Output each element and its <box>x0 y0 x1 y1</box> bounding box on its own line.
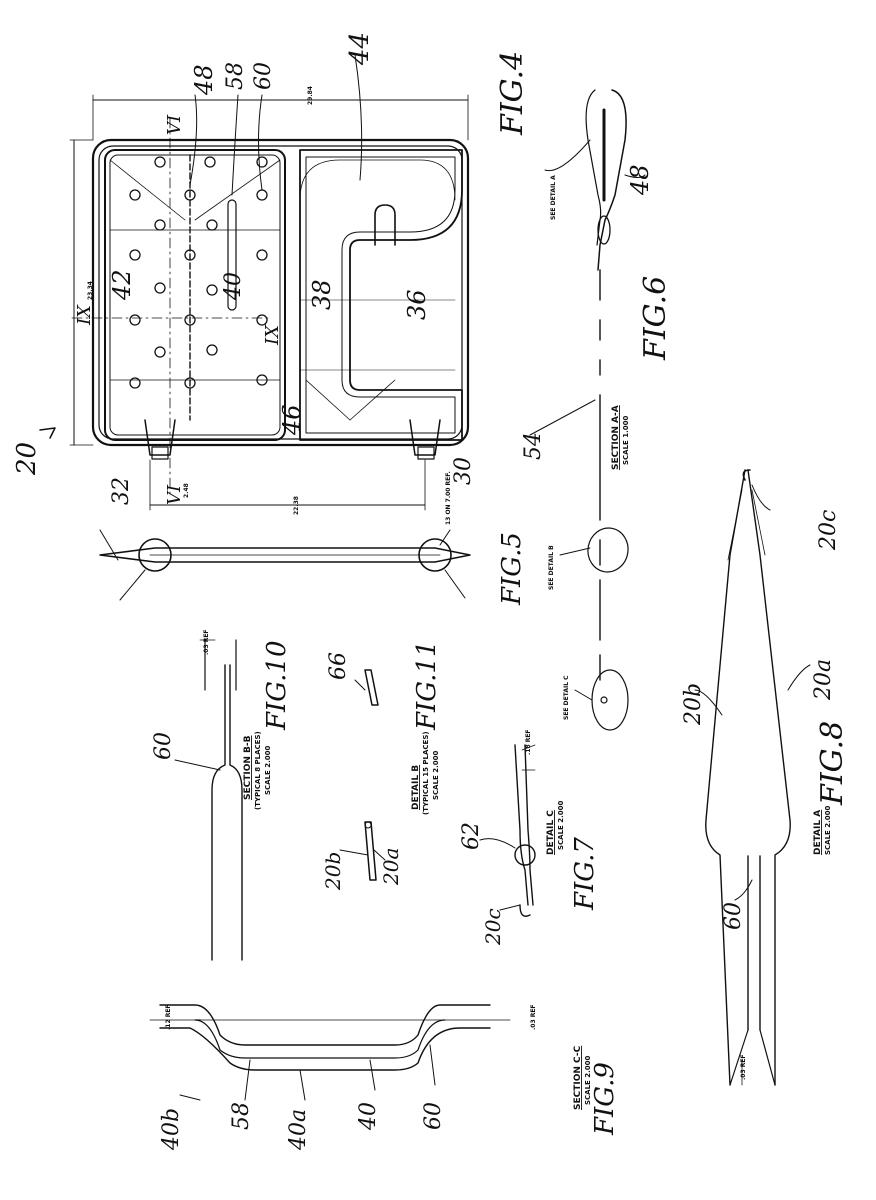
dim-ref-f10: .03 REF <box>203 629 210 655</box>
caption-section-bb-scale: SCALE 2.000 <box>264 745 272 795</box>
ref-60-fig8: 60 <box>721 902 746 930</box>
fig10-drawing <box>174 639 243 961</box>
caption-see-detail-a: SEE DETAIL A <box>550 175 557 220</box>
caption-section-cc-scale: SCALE 2.000 <box>584 1055 592 1105</box>
ref-20c-fig7: 20c <box>481 908 505 946</box>
caption-detail-c-scale: SCALE 2.000 <box>557 800 565 850</box>
caption-detail-a-scale: SCALE 2.000 <box>824 805 832 855</box>
ref-20: 20 <box>12 442 42 476</box>
dim-ref-f8: .03 REF <box>740 1054 747 1080</box>
fig8-label: FIG.8 <box>815 721 850 806</box>
ref-48: 48 <box>190 64 218 96</box>
ref-40: 40 <box>221 272 246 301</box>
ref-32: 32 <box>109 477 134 505</box>
fig4-label: FIG.4 <box>495 51 530 136</box>
ref-60-fig10: 60 <box>151 732 176 760</box>
ref-44: 44 <box>345 32 375 66</box>
fig9-label: FIG.9 <box>590 1062 620 1136</box>
fig7-drawing <box>479 744 536 917</box>
ref-38: 38 <box>308 279 336 310</box>
caption-section-aa-scale: SCALE 1.000 <box>622 415 630 465</box>
fig5-label: FIG.5 <box>497 532 527 606</box>
ref-54: 54 <box>521 432 546 460</box>
figure-labels: FIG.4 FIG.5 FIG.6 FIG.7 FIG.8 FIG.9 FIG.… <box>262 51 850 1136</box>
caption-detail-b-scale: SCALE 2.000 <box>432 750 440 800</box>
dim-top: 29.84 <box>307 86 314 105</box>
dimension-labels: 29.84 23.34 22.38 2.48 13 ON 7.00 REF. .… <box>87 86 747 1080</box>
fig4-holes <box>129 156 268 389</box>
caption-section-bb-note: (TYPICAL 8 PLACES) <box>254 731 262 810</box>
dim-ref-f9b: .03 REF <box>530 1004 537 1030</box>
ref-30: 30 <box>451 457 476 485</box>
fig6-label: FIG.6 <box>638 276 673 361</box>
section-marks: VI VI IX IX <box>74 114 283 505</box>
ref-20a-fig8: 20a <box>811 659 836 701</box>
caption-detail-c: DETAIL C <box>546 810 556 855</box>
ref-58-fig9: 58 <box>229 1102 254 1130</box>
ref-58: 58 <box>223 62 248 90</box>
ref-20a-fig11: 20a <box>379 848 403 886</box>
ref-42: 42 <box>108 269 136 301</box>
fig11-drawing <box>339 669 386 881</box>
caption-section-cc: SECTION C-C <box>573 1045 583 1110</box>
ref-46: 46 <box>278 404 306 436</box>
caption-see-detail-b: SEE DETAIL B <box>548 545 555 590</box>
ref-20c-fig8: 20c <box>816 510 841 551</box>
reference-numerals: 20 48 58 60 44 42 40 38 36 46 32 30 48 5… <box>12 32 841 1151</box>
dim-small: 2.48 <box>183 483 190 498</box>
dim-ref-f7: .18 REF <box>525 729 532 755</box>
section-mark-ix-top: IX <box>74 304 95 326</box>
ref-60-fig9: 60 <box>421 1102 446 1130</box>
ref-40-fig9: 40 <box>356 1102 381 1131</box>
ref-48-fig6: 48 <box>626 164 654 196</box>
caption-detail-b-note: (TYPICAL 15 PLACES) <box>422 731 430 815</box>
section-mark-vi-top: VI <box>164 114 185 135</box>
fig5-drawing <box>99 529 471 601</box>
ref-20b-fig8: 20b <box>681 683 706 726</box>
dim-ref-f9a: .12 REF <box>165 1004 172 1030</box>
caption-detail-a: DETAIL A <box>813 810 823 855</box>
fig7-label: FIG.7 <box>570 837 600 911</box>
fig8-drawing <box>694 469 811 1086</box>
ref-36: 36 <box>403 289 431 320</box>
dim-bottom: 22.38 <box>293 496 300 515</box>
ref-20b-fig11: 20b <box>321 852 345 891</box>
captions: SECTION A-A SCALE 1.000 SEE DETAIL A SEE… <box>243 175 832 1110</box>
caption-see-detail-c: SEE DETAIL C <box>563 675 570 720</box>
section-mark-vi-bottom: VI <box>164 484 185 505</box>
fig11-label: FIG.11 <box>412 640 442 731</box>
dim-left: 23.34 <box>87 281 94 300</box>
caption-section-aa: SECTION A-A <box>611 405 621 470</box>
ref-62: 62 <box>459 822 484 850</box>
ref-60: 60 <box>251 62 276 90</box>
fig4-drawing <box>39 54 470 511</box>
caption-detail-b: DETAIL B <box>411 765 421 810</box>
fig10-label: FIG.10 <box>262 640 292 731</box>
dim-ref1: 13 ON 7.00 REF. <box>445 471 452 525</box>
section-mark-ix-mid: IX <box>262 324 283 346</box>
ref-66: 66 <box>326 652 351 680</box>
ref-40a: 40a <box>286 1109 311 1151</box>
caption-section-bb: SECTION B-B <box>243 735 253 800</box>
fig9-drawing <box>149 1004 511 1101</box>
ref-40b: 40b <box>159 1108 184 1151</box>
fig6-drawing <box>529 89 646 731</box>
